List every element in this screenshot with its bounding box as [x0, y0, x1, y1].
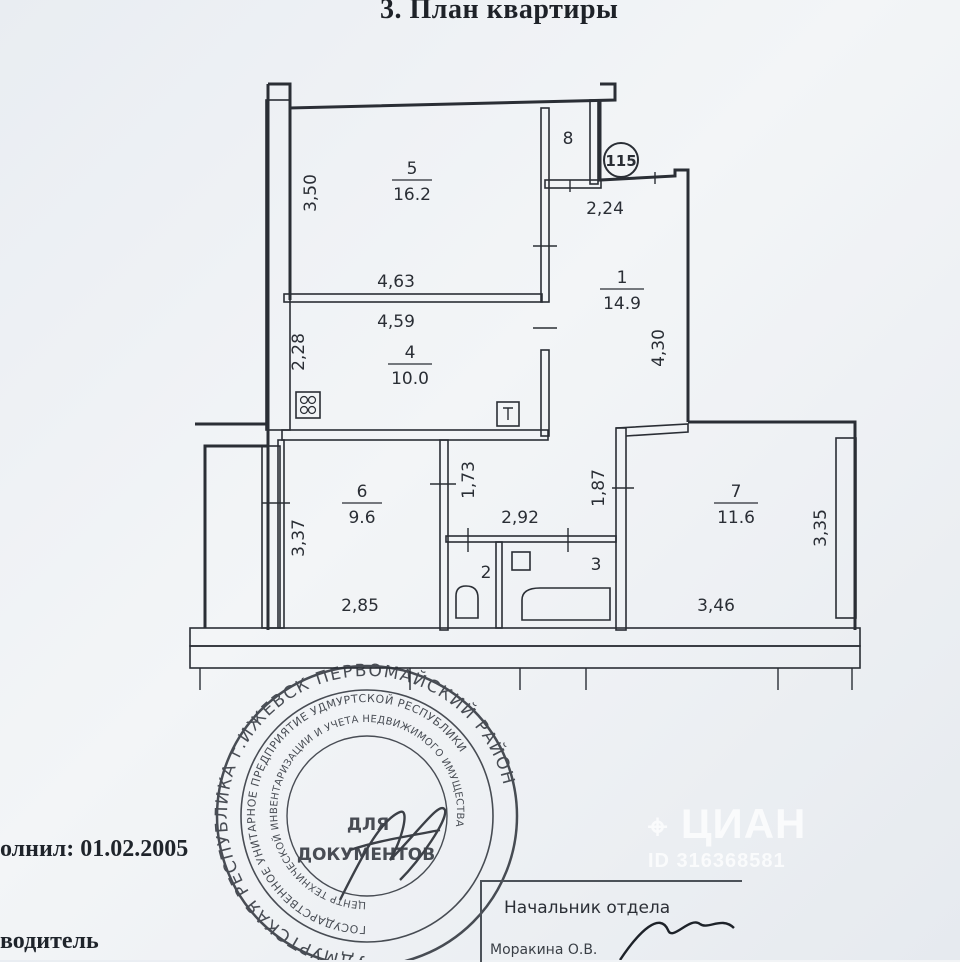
- signature-icon: [338, 806, 447, 901]
- room-6-area: 9.6: [348, 508, 375, 528]
- head-title: водитель: [0, 928, 99, 954]
- room-4-number: 4: [405, 343, 416, 363]
- outer-walls: [189, 82, 861, 669]
- room-labels: 5 16.2 8 1 14.9 4 10.0 6 9.6 7 11.6 2 3 …: [342, 129, 758, 583]
- toilet-icon: [455, 585, 479, 619]
- room-3-number: 3: [591, 555, 602, 575]
- room-4-area: 10.0: [391, 369, 429, 389]
- watermark: ⌖ ЦИАН ID 316368581: [648, 800, 806, 873]
- dim-3-37: 3,37: [289, 519, 309, 557]
- room-1-number: 1: [617, 268, 628, 288]
- interior-walls: [261, 99, 689, 631]
- dimension-labels: 3,50 4,63 4,59 2,28 2,24 4,30 3,37 2,85 …: [289, 174, 831, 616]
- room-8-number: 8: [563, 129, 574, 149]
- marker-circle: [603, 142, 639, 178]
- room-2-number: 2: [481, 563, 492, 583]
- room-6-number: 6: [357, 482, 368, 502]
- watermark-brand: ЦИАН: [680, 800, 807, 847]
- watermark-logo: ⌖ ЦИАН: [648, 800, 806, 848]
- washbasin-icon: [511, 551, 531, 571]
- room-7-area: 11.6: [717, 508, 755, 528]
- ticks: [199, 172, 853, 690]
- dim-2-28: 2,28: [289, 333, 309, 371]
- dim-1-73: 1,73: [459, 461, 479, 499]
- fixtures: [295, 142, 639, 621]
- room-5-number: 5: [407, 159, 418, 179]
- room-1-area: 14.9: [603, 294, 641, 314]
- dim-3-35: 3,35: [811, 509, 831, 547]
- dim-2-24: 2,24: [586, 199, 624, 219]
- seal-stamp: УДМУРТСКАЯ РЕСПУБЛИКА г.ИЖЕВСК ПЕРВОМАЙС…: [212, 661, 519, 960]
- marker-label: 115: [605, 152, 636, 170]
- stove-icon: [295, 391, 321, 419]
- dept-head-box: [480, 880, 742, 962]
- dim-3-46: 3,46: [697, 596, 735, 616]
- dim-4-63: 4,63: [377, 272, 415, 292]
- seal-center-line2: ДОКУМЕНТОВ: [297, 845, 435, 865]
- dept-head-person: Моракина О.В.: [490, 942, 598, 958]
- dim-2-85: 2,85: [341, 596, 379, 616]
- dim-4-30: 4,30: [649, 329, 669, 367]
- sink-icon: [496, 401, 520, 427]
- dim-3-50: 3,50: [301, 174, 321, 212]
- dim-1-87: 1,87: [589, 469, 609, 507]
- dim-2-92: 2,92: [501, 508, 539, 528]
- bathtub-icon: [521, 587, 611, 621]
- room-5-area: 16.2: [393, 185, 431, 205]
- watermark-id: ID 316368581: [648, 850, 786, 872]
- location-pin-icon: ⌖: [648, 808, 669, 846]
- dim-4-59: 4,59: [377, 312, 415, 332]
- page-title: 3. План квартиры: [380, 0, 619, 25]
- dept-head-label: Начальник отдела: [504, 898, 671, 918]
- room-7-number: 7: [731, 482, 742, 502]
- signature-head-icon: [619, 921, 735, 960]
- completed-date: олнил: 01.02.2005: [0, 836, 189, 862]
